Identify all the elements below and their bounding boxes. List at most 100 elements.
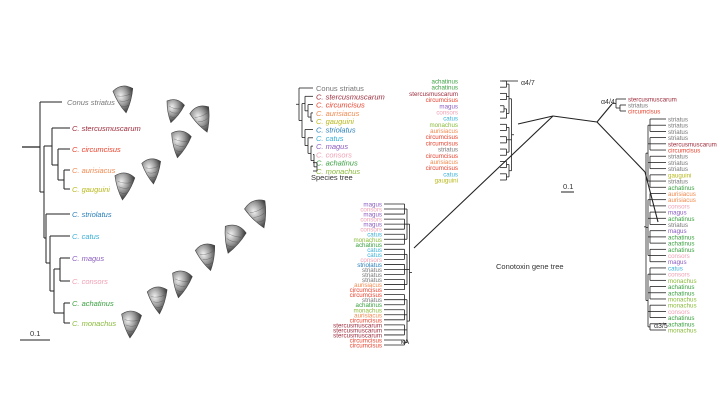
clade-label-a3-5: α3/5 bbox=[654, 323, 668, 330]
cone-shell-image bbox=[172, 270, 193, 299]
species-tree-label: C. magus bbox=[316, 142, 348, 151]
species-tree-label: C. consors bbox=[316, 150, 352, 159]
gene-label-consors: consors bbox=[668, 309, 690, 316]
shell-pattern bbox=[253, 212, 265, 218]
shell-pattern bbox=[174, 144, 185, 147]
gene-label-monachus: monachus bbox=[668, 296, 697, 303]
shell-pattern bbox=[202, 256, 213, 260]
gene-label-gauguini: gauguini bbox=[668, 172, 691, 179]
gene-label-monachus: monachus bbox=[668, 278, 697, 285]
gene-label-magus: magus bbox=[668, 228, 687, 235]
shell-pattern bbox=[194, 112, 208, 118]
shell-body bbox=[224, 224, 247, 254]
shell-pattern bbox=[119, 99, 130, 102]
gene-label-striatus: striatus bbox=[668, 154, 688, 161]
gene-label-achatinus: achatinus bbox=[356, 302, 383, 309]
gene-label-circumcisus: circumcisus bbox=[426, 97, 458, 104]
shell-pattern bbox=[155, 305, 163, 308]
shell-pattern bbox=[168, 105, 181, 110]
shell-pattern bbox=[149, 176, 156, 179]
gene-label-striatus: striatus bbox=[362, 297, 382, 304]
shell-body bbox=[189, 105, 210, 133]
gene-label-achatinus: achatinus bbox=[668, 315, 695, 322]
gene-label-aurisiacus: aurisiacus bbox=[668, 197, 696, 204]
cone-shell-image bbox=[114, 172, 136, 201]
shell-pattern bbox=[118, 186, 129, 189]
shell-body bbox=[112, 85, 134, 114]
shell-pattern bbox=[226, 238, 238, 243]
gene-label-catus: catus bbox=[367, 232, 382, 239]
tree-backbone bbox=[596, 121, 646, 173]
gene-label-magus: magus bbox=[439, 103, 458, 110]
shell-images bbox=[112, 85, 267, 339]
shell-pattern bbox=[256, 218, 266, 223]
cone-shell-image bbox=[171, 130, 192, 159]
shell-pattern bbox=[176, 289, 184, 292]
gene-label-achatinus: achatinus bbox=[668, 234, 695, 241]
species-label-striatus: Conus striatus bbox=[67, 98, 115, 107]
clade-label-a4-7: α4/7 bbox=[521, 80, 535, 87]
gene-label-circumcisus: circumcisus bbox=[426, 165, 458, 172]
tree-backbone bbox=[413, 115, 554, 249]
gene-label-stercusmuscarum: stercusmuscarum bbox=[333, 327, 382, 334]
tree-backbone bbox=[596, 103, 613, 123]
shell-pattern bbox=[199, 251, 213, 255]
tree-backbone bbox=[644, 171, 659, 223]
species-tree-label: Conus striatus bbox=[316, 84, 364, 93]
gene-label-achatinus: achatinus bbox=[432, 85, 459, 92]
shell-pattern bbox=[126, 330, 135, 332]
shell-body bbox=[141, 158, 161, 185]
gene-label-striatus: striatus bbox=[668, 129, 688, 136]
shell-pattern bbox=[226, 232, 241, 238]
shell-pattern bbox=[153, 300, 164, 303]
shell-pattern bbox=[226, 244, 235, 248]
species-label-aurisiacus: C. aurisiacus bbox=[72, 166, 116, 175]
gene-label-consors: consors bbox=[360, 227, 382, 234]
shell-pattern bbox=[250, 207, 264, 213]
gene-label-achatinus: achatinus bbox=[668, 290, 695, 297]
gene-label-striatus: striatus bbox=[628, 103, 648, 110]
species-tree-label: C. achatinus bbox=[316, 159, 358, 168]
species-tree-label: C. circumcisus bbox=[316, 101, 365, 110]
gene-label-achatinus: achatinus bbox=[356, 242, 383, 249]
species-label-gauguini: C. gauguini bbox=[72, 185, 110, 194]
gene-label-catus: catus bbox=[443, 116, 458, 123]
gene-label-striatus: striatus bbox=[438, 147, 458, 154]
shell-pattern bbox=[145, 166, 158, 169]
gene-label-magus: magus bbox=[363, 212, 382, 219]
shell-pattern bbox=[125, 324, 136, 327]
gene-label-striatus: striatus bbox=[668, 166, 688, 173]
shell-body bbox=[244, 199, 267, 229]
gene-label-aurisiacus: aurisiacus bbox=[430, 159, 458, 166]
species-label-achatinus: C. achatinus bbox=[72, 299, 114, 308]
shell-pattern bbox=[198, 118, 208, 123]
gene-label-circumcisus: circumcisus bbox=[426, 140, 458, 147]
shell-body bbox=[121, 310, 142, 339]
species-label-striolatus: C. striolatus bbox=[72, 210, 112, 219]
gene-label-magus: magus bbox=[363, 222, 382, 229]
gene-label-catus: catus bbox=[367, 247, 382, 254]
gene-label-stercusmuscarum: stercusmuscarum bbox=[628, 97, 677, 104]
gene-tree-title: Conotoxin gene tree bbox=[496, 262, 564, 271]
shell-pattern bbox=[121, 104, 129, 107]
gene-label-circumcisus: circumcisus bbox=[426, 153, 458, 160]
gene-label-striatus: striatus bbox=[668, 222, 688, 229]
gene-label-stercusmuscarum: stercusmuscarum bbox=[333, 332, 382, 339]
shell-pattern bbox=[175, 278, 188, 282]
gene-label-catus: catus bbox=[443, 171, 458, 178]
gene-label-circumcisus: circumcisus bbox=[628, 109, 660, 116]
gene-label-circumcisus: circumcisus bbox=[350, 287, 382, 294]
gene-label-consors: consors bbox=[360, 207, 382, 214]
gene-label-aurisiacus: aurisiacus bbox=[668, 191, 696, 198]
gene-label-monachus: monachus bbox=[429, 122, 458, 129]
species-label-consors: C. consors bbox=[72, 277, 108, 286]
gene-label-circumcisus: circumcisus bbox=[668, 148, 700, 155]
cone-shell-image bbox=[224, 224, 247, 254]
shell-pattern bbox=[201, 123, 209, 127]
gene-label-monachus: monachus bbox=[353, 237, 382, 244]
shell-pattern bbox=[169, 110, 178, 114]
gene-label-circumcisus: circumcisus bbox=[426, 134, 458, 141]
shell-pattern bbox=[117, 181, 131, 184]
gene-label-striatus: striatus bbox=[668, 123, 688, 130]
